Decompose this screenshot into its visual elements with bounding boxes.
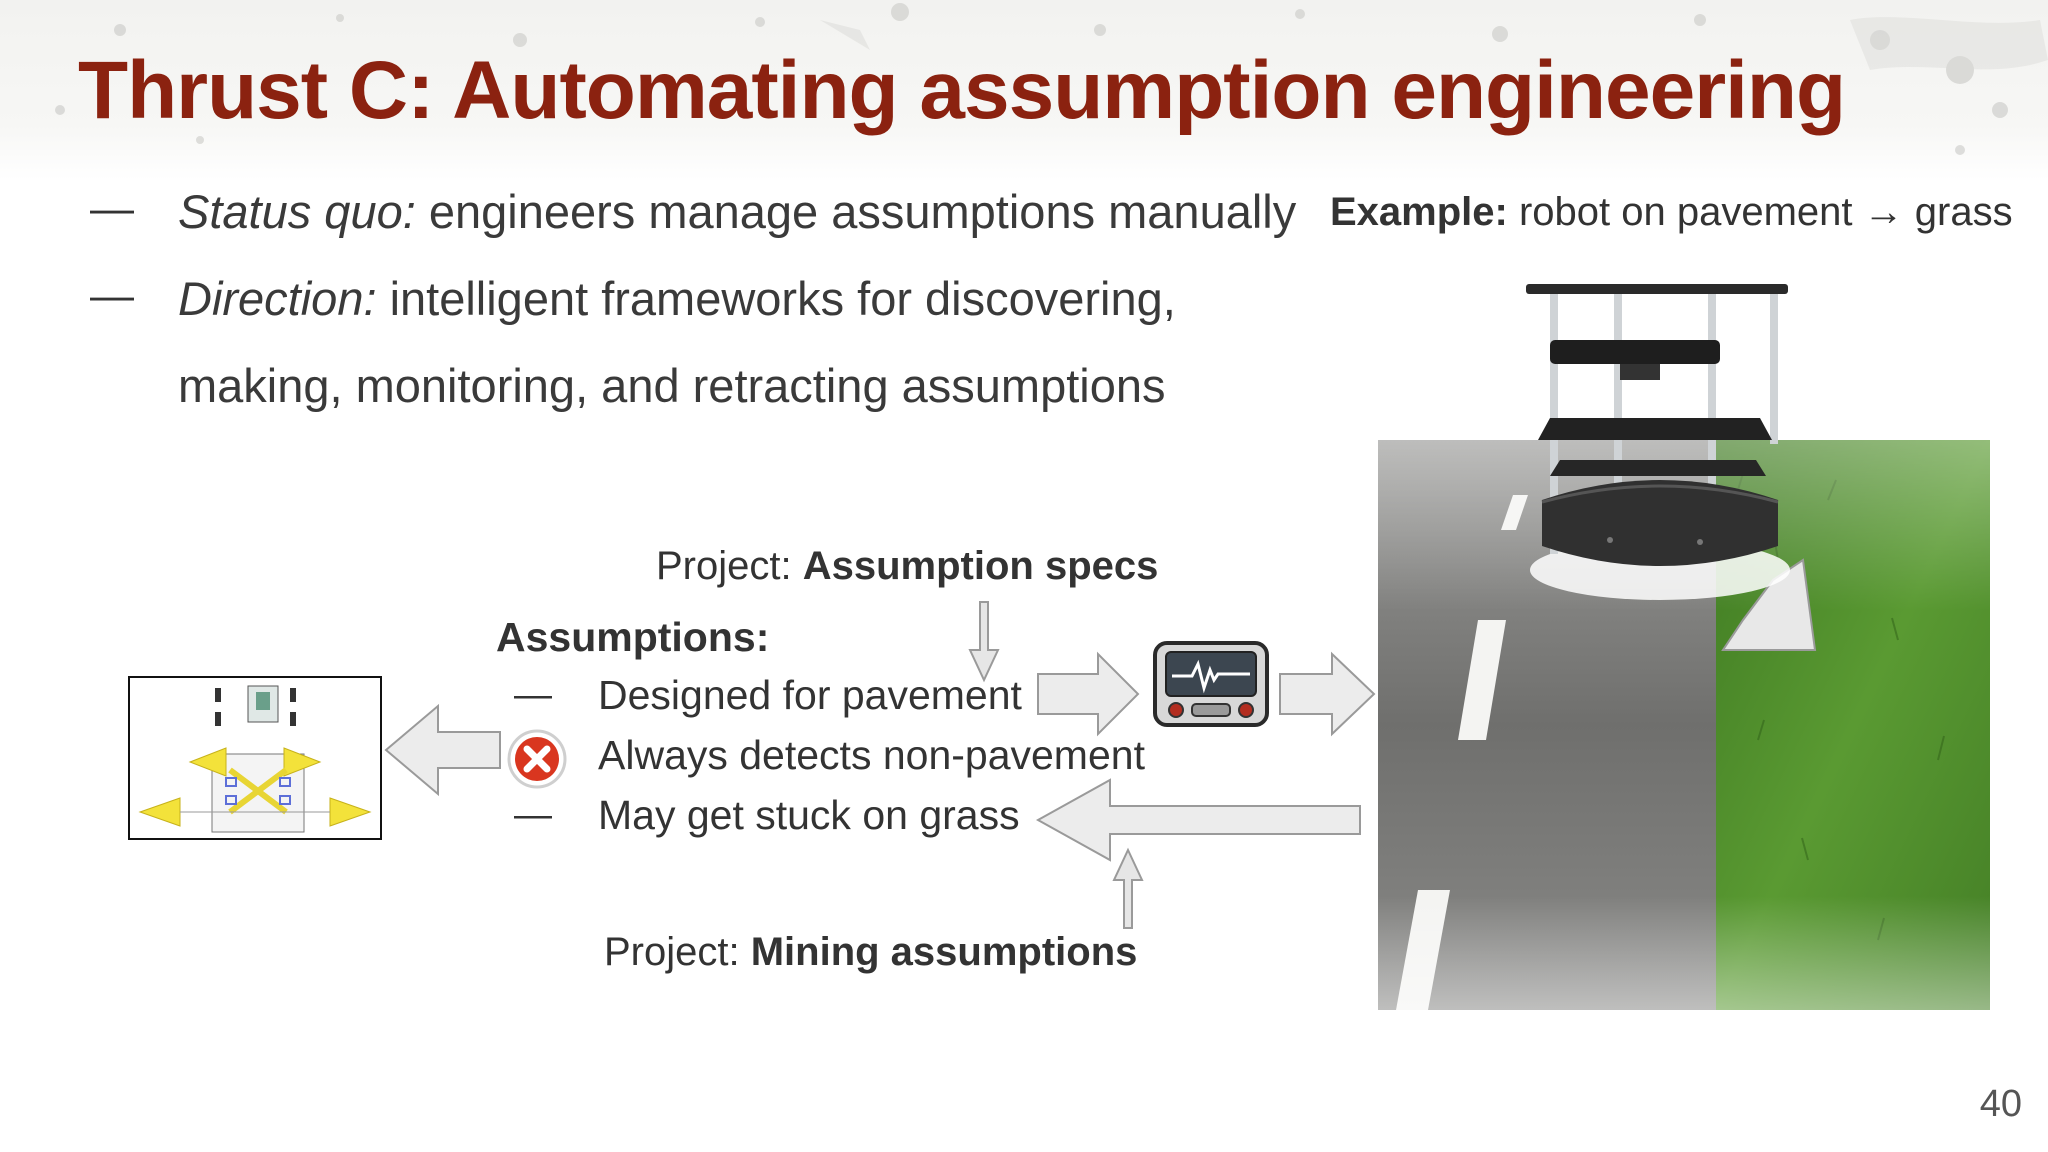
project-mining-assumptions: Project: Mining assumptions <box>604 930 1137 975</box>
page-number: 40 <box>1979 1083 2022 1125</box>
project-mining-prefix: Project: <box>604 930 751 974</box>
example-caption: Example: robot on pavement → grass <box>1330 190 2013 235</box>
robot-icon <box>1526 284 1790 600</box>
assumption-dash: — <box>514 674 552 716</box>
assumption-dash: — <box>514 794 552 836</box>
project-mining-name: Mining assumptions <box>750 930 1138 974</box>
robot-scene-image <box>1378 440 1990 1010</box>
bullet-direction: Direction: intelligent frameworks for di… <box>178 271 1176 326</box>
arrow-to-monitor <box>1037 651 1140 737</box>
project-specs-prefix: Project: <box>656 544 803 588</box>
slide-title: Thrust C: Automating assumption engineer… <box>78 45 1846 136</box>
status-quo-label: Status quo: <box>178 185 416 238</box>
arrow-to-scene <box>1279 651 1376 737</box>
pavement-grass-scene <box>1378 440 1990 1010</box>
bullet-dash: — <box>90 184 134 233</box>
bullet-dash: — <box>90 271 134 320</box>
arrow-down-from-specs <box>968 601 1000 683</box>
direction-label: Direction: <box>178 272 377 325</box>
example-label: Example: <box>1330 190 1508 234</box>
direction-text: intelligent frameworks for discovering, <box>376 272 1176 325</box>
status-quo-text: engineers manage assumptions manually <box>415 185 1297 238</box>
title-band <box>0 0 2048 180</box>
monitor-icon <box>1153 641 1269 727</box>
arrow-left-to-schematic <box>384 703 501 797</box>
direction-arrow <box>1721 558 1817 651</box>
bullet-direction-continued: making, monitoring, and retracting assum… <box>178 359 1166 412</box>
arrow-up-from-mining <box>1112 847 1144 929</box>
system-schematic-icon <box>128 676 382 840</box>
assumption-item: May get stuck on grass <box>598 792 1020 838</box>
schematic-drawing <box>138 685 372 833</box>
paint-splatter-decoration <box>55 3 2048 155</box>
assumption-item: Designed for pavement <box>598 672 1022 718</box>
example-text: robot on pavement → grass <box>1507 190 2013 234</box>
project-assumption-specs: Project: Assumption specs <box>656 544 1158 589</box>
bullet-status-quo: Status quo: engineers manage assumptions… <box>178 184 1296 239</box>
error-x-icon <box>507 729 567 789</box>
project-specs-name: Assumption specs <box>802 544 1159 588</box>
assumptions-heading: Assumptions: <box>496 614 770 660</box>
assumption-item: Always detects non-pavement <box>598 732 1145 778</box>
arrow-back-to-assumptions <box>1035 778 1361 862</box>
